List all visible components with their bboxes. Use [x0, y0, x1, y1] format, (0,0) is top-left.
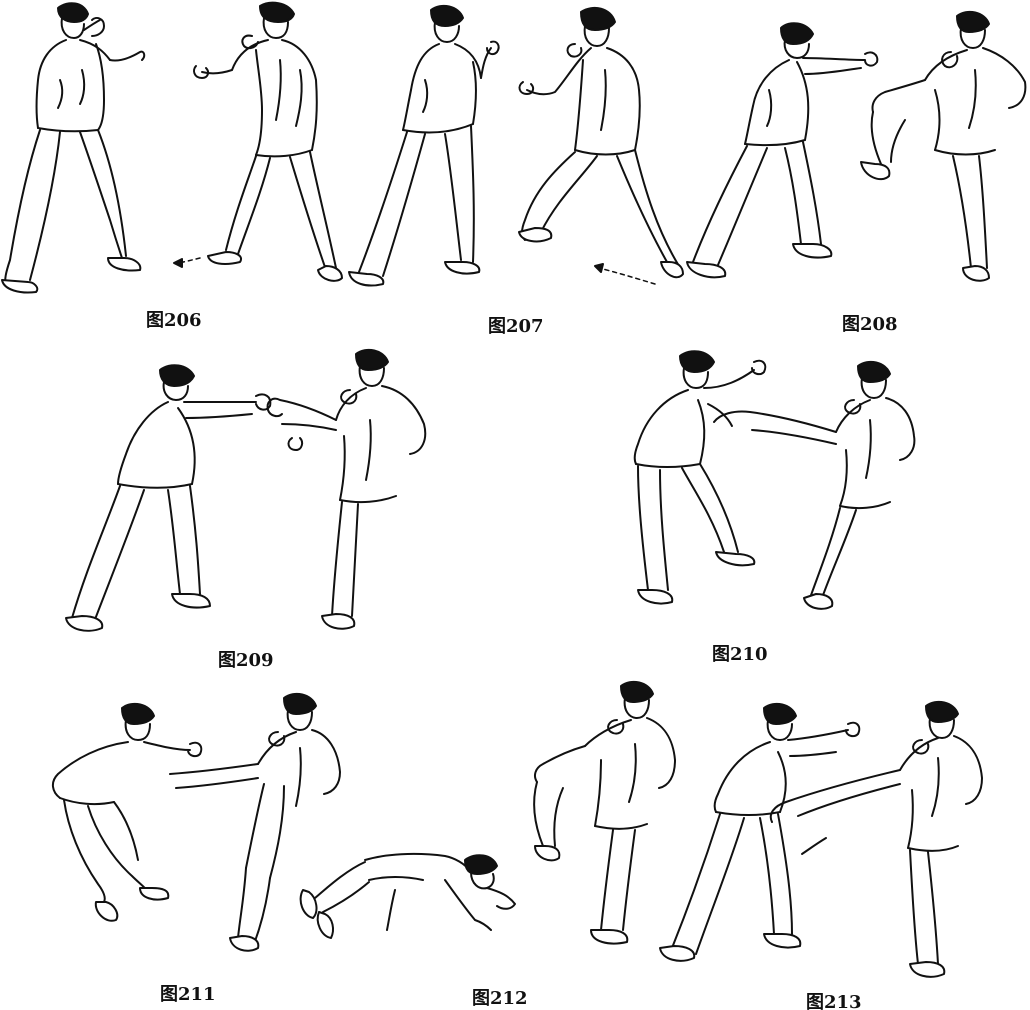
figure-213-caption: 图213 — [806, 992, 862, 1010]
figure-209-illustration — [60, 340, 460, 640]
fighter-left — [348, 4, 500, 287]
figure-208-illustration — [685, 0, 1030, 300]
fighter-fallen — [299, 852, 516, 939]
fighter-left — [659, 702, 861, 962]
figure-209-caption: 图209 — [218, 650, 274, 671]
figure-212-illustration — [295, 680, 695, 980]
fighter-right — [518, 6, 684, 279]
fighter-standing — [533, 680, 676, 945]
figure-210-illustration — [620, 340, 940, 640]
fighter-right — [266, 348, 427, 630]
fighter-right — [193, 1, 343, 282]
fighter-right — [713, 360, 916, 610]
figure-207-caption: 图207 — [488, 316, 544, 337]
fighter-left — [65, 364, 272, 632]
fighter-left — [686, 22, 879, 279]
figure-210-caption: 图210 — [712, 644, 768, 665]
figure-211-caption: 图211 — [160, 984, 216, 1005]
fighter-right — [860, 10, 1027, 282]
figure-206-illustration — [0, 0, 345, 300]
figure-213-illustration — [656, 698, 996, 978]
figure-211-illustration — [40, 688, 341, 968]
fighter-left — [633, 350, 767, 605]
figure-212-caption: 图212 — [472, 988, 528, 1009]
fighter-right — [169, 692, 341, 952]
figure-206-caption: 图206 — [146, 310, 202, 331]
figure-208-caption: 图208 — [842, 314, 898, 335]
figure-207-illustration — [345, 0, 685, 300]
fighter-left — [52, 702, 203, 922]
fighter-left — [1, 2, 146, 294]
fighter-right — [769, 700, 983, 978]
